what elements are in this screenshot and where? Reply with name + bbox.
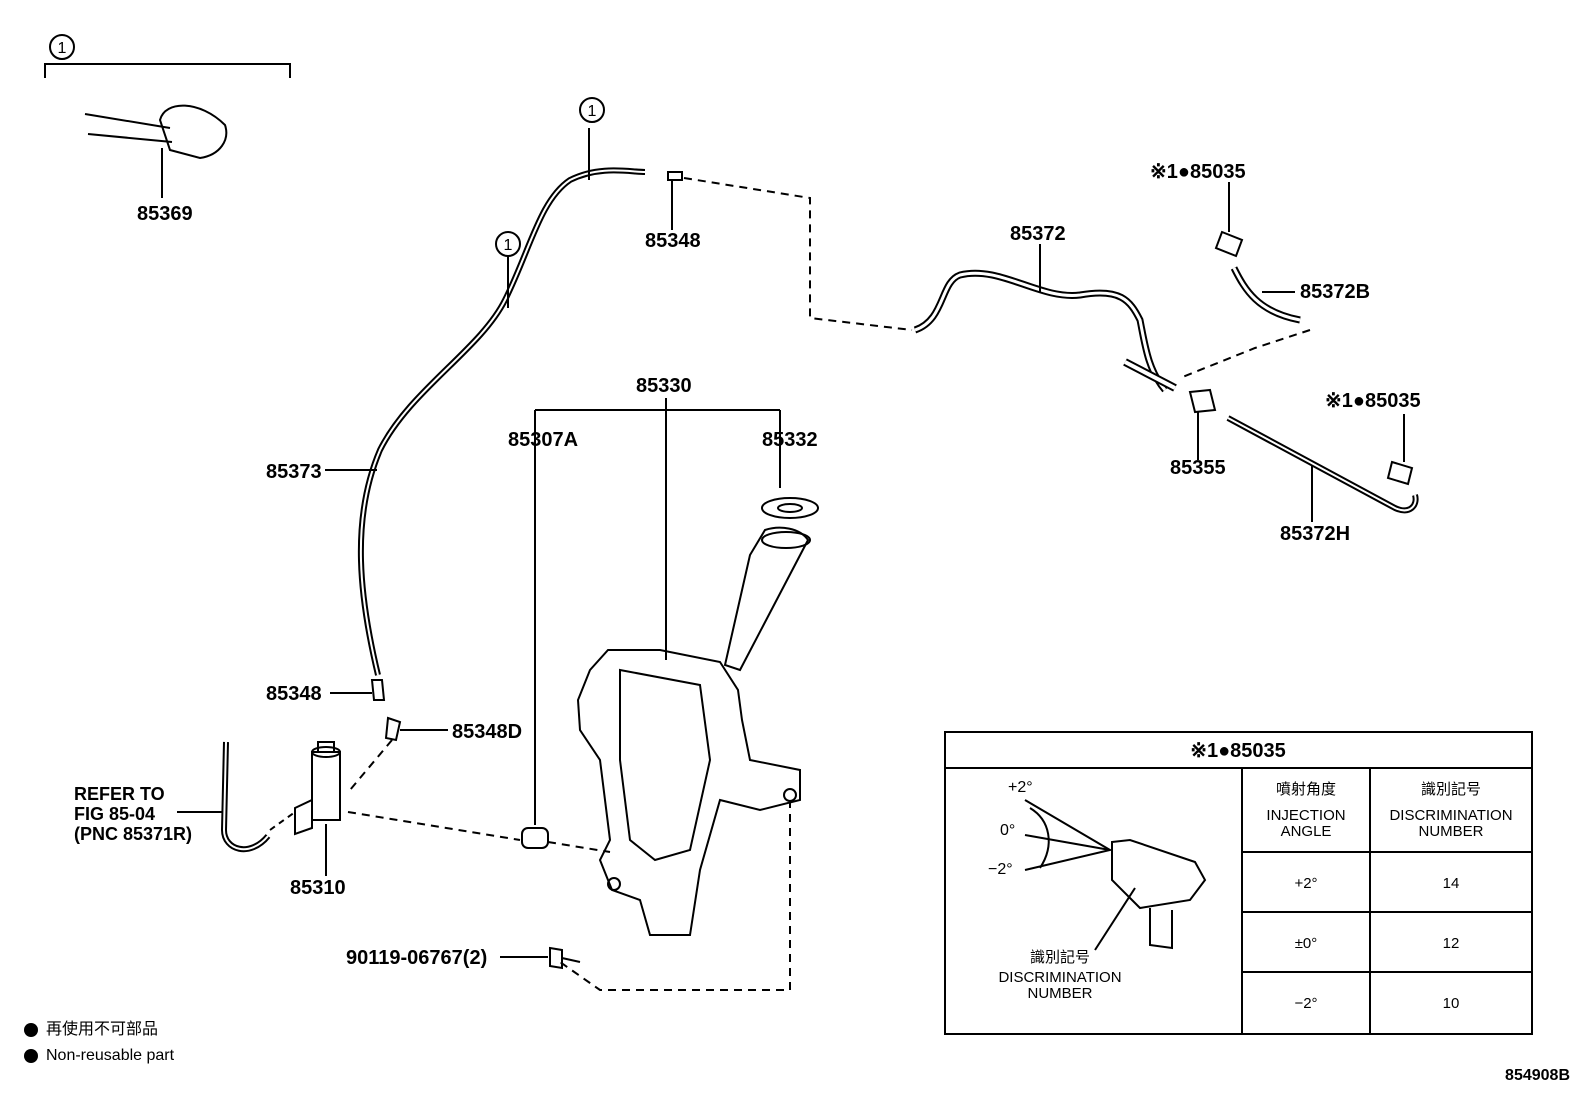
bolt-90119 [549, 946, 581, 970]
label-85355: 85355 [1170, 457, 1226, 479]
legend-jp: 再使用不可部品 [24, 1020, 158, 1040]
joint-85348-top [667, 171, 683, 181]
nozzle-85035-mid [1386, 460, 1414, 486]
label-85372B: 85372B [1300, 281, 1370, 303]
row-2-angle: ±0° [1295, 935, 1318, 952]
refer-line-3: (PNC 85371R) [74, 824, 192, 844]
joint-85348D [384, 716, 402, 742]
label-85035-mid: ※1●85035 [1325, 390, 1421, 412]
table-title: ※1●85035 [1190, 740, 1286, 762]
angle-minus-label: −2° [988, 861, 1013, 878]
row-3-angle: −2° [1294, 995, 1317, 1012]
callout-1-b: 1 [588, 103, 597, 120]
bullet-icon [24, 1022, 38, 1037]
label-85035-top: ※1●85035 [1150, 161, 1246, 183]
label-85372H: 85372H [1280, 523, 1350, 545]
nozzle-85035-top [1214, 230, 1244, 258]
washer-tank-85330 [576, 649, 801, 936]
cap-85332 [761, 497, 819, 519]
disc-label-en-1: DISCRIMINATION [998, 969, 1121, 986]
hose-joint-85369 [84, 104, 228, 160]
label-85348-top: 85348 [645, 230, 701, 252]
label-85372: 85372 [1010, 223, 1066, 245]
callout-1-c: 1 [504, 237, 513, 254]
label-90119: 90119-06767(2) [346, 947, 487, 969]
disc-label-jp: 識別記号 [1030, 949, 1090, 966]
refer-line-2: FIG 85-04 [74, 804, 155, 824]
row-1-number: 14 [1443, 875, 1460, 892]
legend-en: Non-reusable part [24, 1046, 174, 1066]
label-85332: 85332 [762, 429, 818, 451]
label-85310: 85310 [290, 877, 346, 899]
grommet-85307A [521, 827, 549, 849]
joint-85348-low [370, 679, 386, 701]
joint-85355 [1188, 388, 1217, 414]
label-85330: 85330 [636, 375, 692, 397]
label-85373: 85373 [266, 461, 322, 483]
col-number-en-2: NUMBER [1418, 823, 1483, 840]
group-bracket [44, 63, 291, 78]
nozzle-table [944, 731, 1533, 1035]
disc-label-en-2: NUMBER [1027, 985, 1092, 1002]
row-1-angle: +2° [1294, 875, 1317, 892]
hose-refer [220, 741, 271, 853]
callout-1-a: 1 [58, 40, 67, 57]
nozzle-detail-illustration [1111, 838, 1207, 910]
label-85348-low: 85348 [266, 683, 322, 705]
col-angle-jp: 噴射角度 [1276, 781, 1336, 798]
angle-plus-label: +2° [1008, 779, 1033, 796]
label-85307A: 85307A [508, 429, 578, 451]
col-angle-en-1: INJECTION [1266, 807, 1345, 824]
hose-85372H [1226, 415, 1419, 514]
col-number-en-1: DISCRIMINATION [1389, 807, 1512, 824]
refer-line-1: REFER TO [74, 784, 165, 804]
col-number-jp: 識別記号 [1421, 781, 1481, 798]
col-angle-en-2: ANGLE [1281, 823, 1332, 840]
row-2-number: 12 [1443, 935, 1460, 952]
pump-85310 [311, 751, 341, 821]
legend-en-text: Non-reusable part [46, 1047, 175, 1064]
label-85369: 85369 [137, 203, 193, 225]
legend-jp-text: 再使用不可部品 [46, 1021, 159, 1038]
row-3-number: 10 [1443, 995, 1460, 1012]
label-85348D: 85348D [452, 721, 522, 743]
bullet-icon [24, 1048, 38, 1063]
figure-id: 854908B [1505, 1067, 1570, 1084]
angle-zero-label: 0° [1000, 822, 1015, 839]
hose-85372B [1230, 266, 1301, 324]
